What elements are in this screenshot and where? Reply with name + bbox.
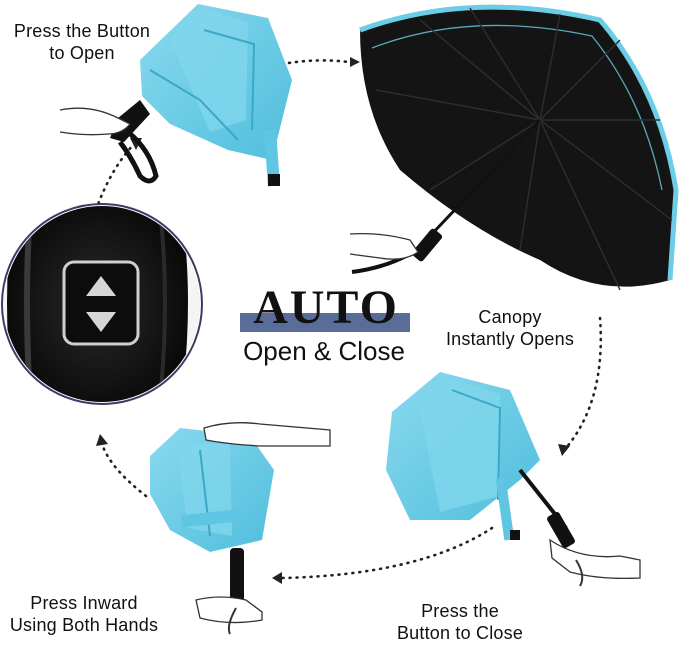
button-closeup [1, 203, 203, 405]
auto-open-close-badge: AUTO Open & Close [236, 282, 412, 366]
arrowhead-bottom [272, 572, 282, 584]
title-accent-bar [240, 313, 410, 332]
arrow-bottom [280, 526, 494, 580]
press-open-line1: Press the Button [13, 21, 151, 41]
auto-title: AUTO [253, 281, 399, 334]
press-close-line1: Press the [421, 601, 499, 621]
arrow-left [100, 442, 148, 498]
press-button-to-close-label: Press the Button to Close [380, 600, 540, 644]
press-button-to-open-label: Press the Button to Open [2, 20, 162, 64]
triangle-up-icon [86, 276, 116, 296]
canopy-line2: Instantly Opens [445, 329, 575, 349]
arrow-right [564, 316, 603, 450]
closed-umbrella-top-left [59, 4, 292, 187]
dotted-arrows [94, 59, 603, 580]
arrow-top [280, 59, 350, 66]
open-umbrella-top-right [349, 4, 679, 291]
canopy-line1: Canopy [478, 307, 542, 327]
arrowhead-top [350, 57, 360, 67]
triangle-down-icon [86, 312, 116, 332]
arrowhead-left [96, 434, 108, 446]
inward-line1: Press Inward [30, 593, 138, 613]
auto-subtitle: Open & Close [243, 336, 405, 366]
press-close-line2: Button to Close [396, 623, 524, 643]
arrowhead-right [558, 444, 570, 456]
auto-button [62, 260, 140, 346]
closed-umbrella-bottom-right [386, 372, 641, 587]
closed-umbrella-bottom-left [150, 422, 331, 635]
press-inward-label: Press Inward Using Both Hands [0, 592, 168, 636]
inward-line2: Using Both Hands [9, 615, 159, 635]
press-open-line2: to Open [49, 43, 115, 63]
arrow-upper-left [94, 142, 136, 212]
canopy-opens-label: Canopy Instantly Opens [430, 306, 590, 350]
